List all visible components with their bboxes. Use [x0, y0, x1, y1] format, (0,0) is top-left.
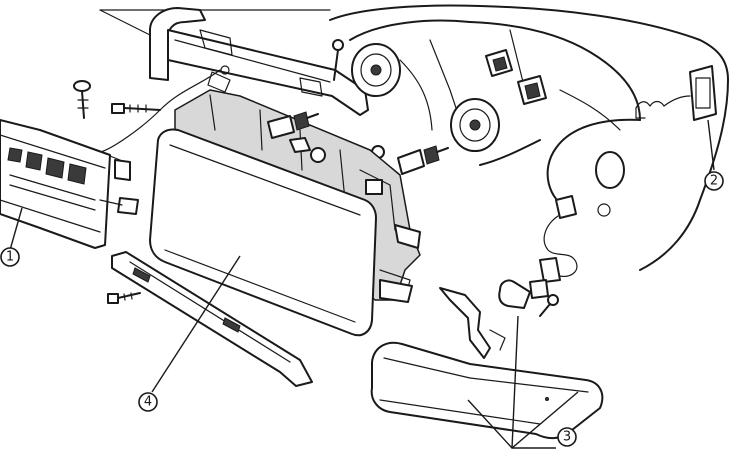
bottom-bolt [107, 292, 141, 304]
connector-upper [485, 49, 513, 77]
svg-text:3: 3 [563, 430, 571, 445]
car-body-panel [329, 4, 729, 271]
callout-2: 2 [704, 171, 724, 191]
headlight-bulb-upper [267, 111, 319, 139]
svg-text:2: 2 [710, 174, 718, 189]
headlight-housing [149, 89, 421, 337]
lamp-lower [450, 98, 500, 152]
svg-text:4: 4 [144, 395, 152, 410]
lamp-upper [351, 43, 401, 97]
headlight-bulb-right [397, 145, 449, 175]
turn-signal-wiring [539, 195, 611, 283]
leader-line-4 [151, 255, 241, 393]
turn-signal-bulb [498, 279, 549, 309]
side-bolt [111, 103, 161, 114]
turn-signal-screw [539, 294, 559, 317]
adjuster-spring [635, 65, 717, 121]
turn-signal-bracket [439, 287, 506, 359]
callout-4: 4 [138, 392, 158, 412]
turn-signal-lens [370, 341, 604, 440]
callout-3: 3 [557, 427, 577, 447]
front-grille [0, 119, 139, 249]
mounting-bracket [149, 7, 369, 116]
clip-fastener [73, 80, 91, 119]
svg-text:1: 1 [6, 250, 14, 265]
leader-line-3c [511, 315, 519, 449]
connector-lower [517, 75, 547, 105]
bulb-socket-small [365, 179, 383, 195]
lower-reflector-strip [111, 251, 313, 387]
callout-1: 1 [0, 247, 20, 267]
top-screw [332, 39, 344, 81]
wire-harness [99, 69, 221, 161]
leader-line-2 [707, 119, 715, 171]
leader-line-1 [9, 207, 23, 251]
